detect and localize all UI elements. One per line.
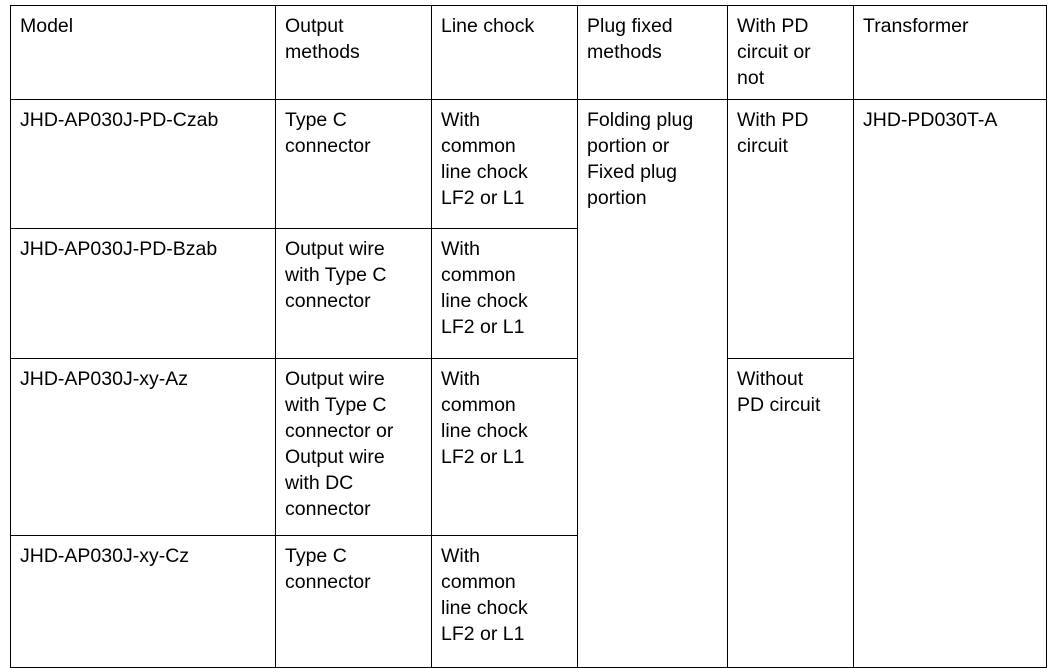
cell-output-methods-value: Output wire with Type C connector or Out…: [285, 368, 394, 520]
column-header-plug-fixed-methods: Plug fixed methods: [577, 5, 728, 100]
cell-model: JHD-AP030J-PD-Czab: [10, 99, 276, 229]
column-header-transformer-label: Transformer: [863, 15, 969, 37]
cell-model: JHD-AP030J-PD-Bzab: [10, 228, 276, 359]
cell-output-methods-value: Output wire with Type C connector: [285, 238, 387, 312]
cell-pd-circuit-with-value: With PD circuit: [737, 109, 809, 157]
column-header-model-label: Model: [20, 15, 74, 37]
cell-line-chock: With common line chock LF2 or L1: [431, 358, 578, 536]
cell-model: JHD-AP030J-xy-Az: [10, 358, 276, 536]
specification-table: Model Output methods Line chock Plug fix…: [10, 5, 1047, 668]
cell-output-methods: Output wire with Type C connector or Out…: [275, 358, 432, 536]
cell-output-methods: Type C connector: [275, 99, 432, 229]
table-row: JHD-AP030J-PD-Czab Type C connector With…: [10, 99, 1047, 668]
cell-model-value: JHD-AP030J-xy-Az: [20, 368, 188, 390]
table-row: JHD-AP030J-xy-Az Output wire with Type C…: [10, 358, 1047, 668]
cell-line-chock-value: With common line chock LF2 or L1: [441, 238, 528, 338]
cell-output-methods: Type C connector: [275, 535, 432, 668]
cell-model-value: JHD-AP030J-xy-Cz: [20, 545, 190, 567]
column-header-plug-fixed-methods-label: Plug fixed methods: [587, 15, 673, 63]
cell-line-chock-value: With common line chock LF2 or L1: [441, 368, 528, 468]
cell-output-methods: Output wire with Type C connector: [275, 228, 432, 359]
column-header-pd-circuit-label: With PD circuit or not: [737, 15, 811, 89]
column-header-pd-circuit: With PD circuit or not: [727, 5, 854, 100]
cell-output-methods-value: Type C connector: [285, 109, 371, 157]
table-header-row: Model Output methods Line chock Plug fix…: [10, 5, 1047, 100]
column-header-model: Model: [10, 5, 276, 100]
cell-model-value: JHD-AP030J-PD-Czab: [20, 109, 219, 131]
table-row: JHD-AP030J-PD-Bzab Output wire with Type…: [10, 228, 1047, 359]
cell-model-value: JHD-AP030J-PD-Bzab: [20, 238, 218, 260]
cell-pd-circuit-with: With PD circuit: [727, 99, 854, 359]
column-header-line-chock: Line chock: [431, 5, 578, 100]
cell-transformer: JHD-PD030T-A: [853, 99, 1047, 668]
column-header-output-methods: Output methods: [275, 5, 432, 100]
cell-pd-circuit-without-value: Without PD circuit: [737, 368, 821, 416]
cell-line-chock-value: With common line chock LF2 or L1: [441, 109, 528, 209]
column-header-output-methods-label: Output methods: [285, 15, 360, 63]
cell-transformer-value: JHD-PD030T-A: [863, 109, 998, 131]
cell-line-chock: With common line chock LF2 or L1: [431, 228, 578, 359]
cell-line-chock: With common line chock LF2 or L1: [431, 99, 578, 229]
column-header-transformer: Transformer: [853, 5, 1047, 100]
cell-plug-fixed-methods: Folding plug portion or Fixed plug porti…: [577, 99, 728, 668]
cell-pd-circuit-without: Without PD circuit: [727, 358, 854, 668]
cell-line-chock: With common line chock LF2 or L1: [431, 535, 578, 668]
page-canvas: Model Output methods Line chock Plug fix…: [10, 5, 1047, 668]
cell-line-chock-value: With common line chock LF2 or L1: [441, 545, 528, 645]
cell-model: JHD-AP030J-xy-Cz: [10, 535, 276, 668]
cell-plug-fixed-methods-value: Folding plug portion or Fixed plug porti…: [587, 109, 694, 209]
column-header-line-chock-label: Line chock: [441, 15, 535, 37]
cell-output-methods-value: Type C connector: [285, 545, 371, 593]
